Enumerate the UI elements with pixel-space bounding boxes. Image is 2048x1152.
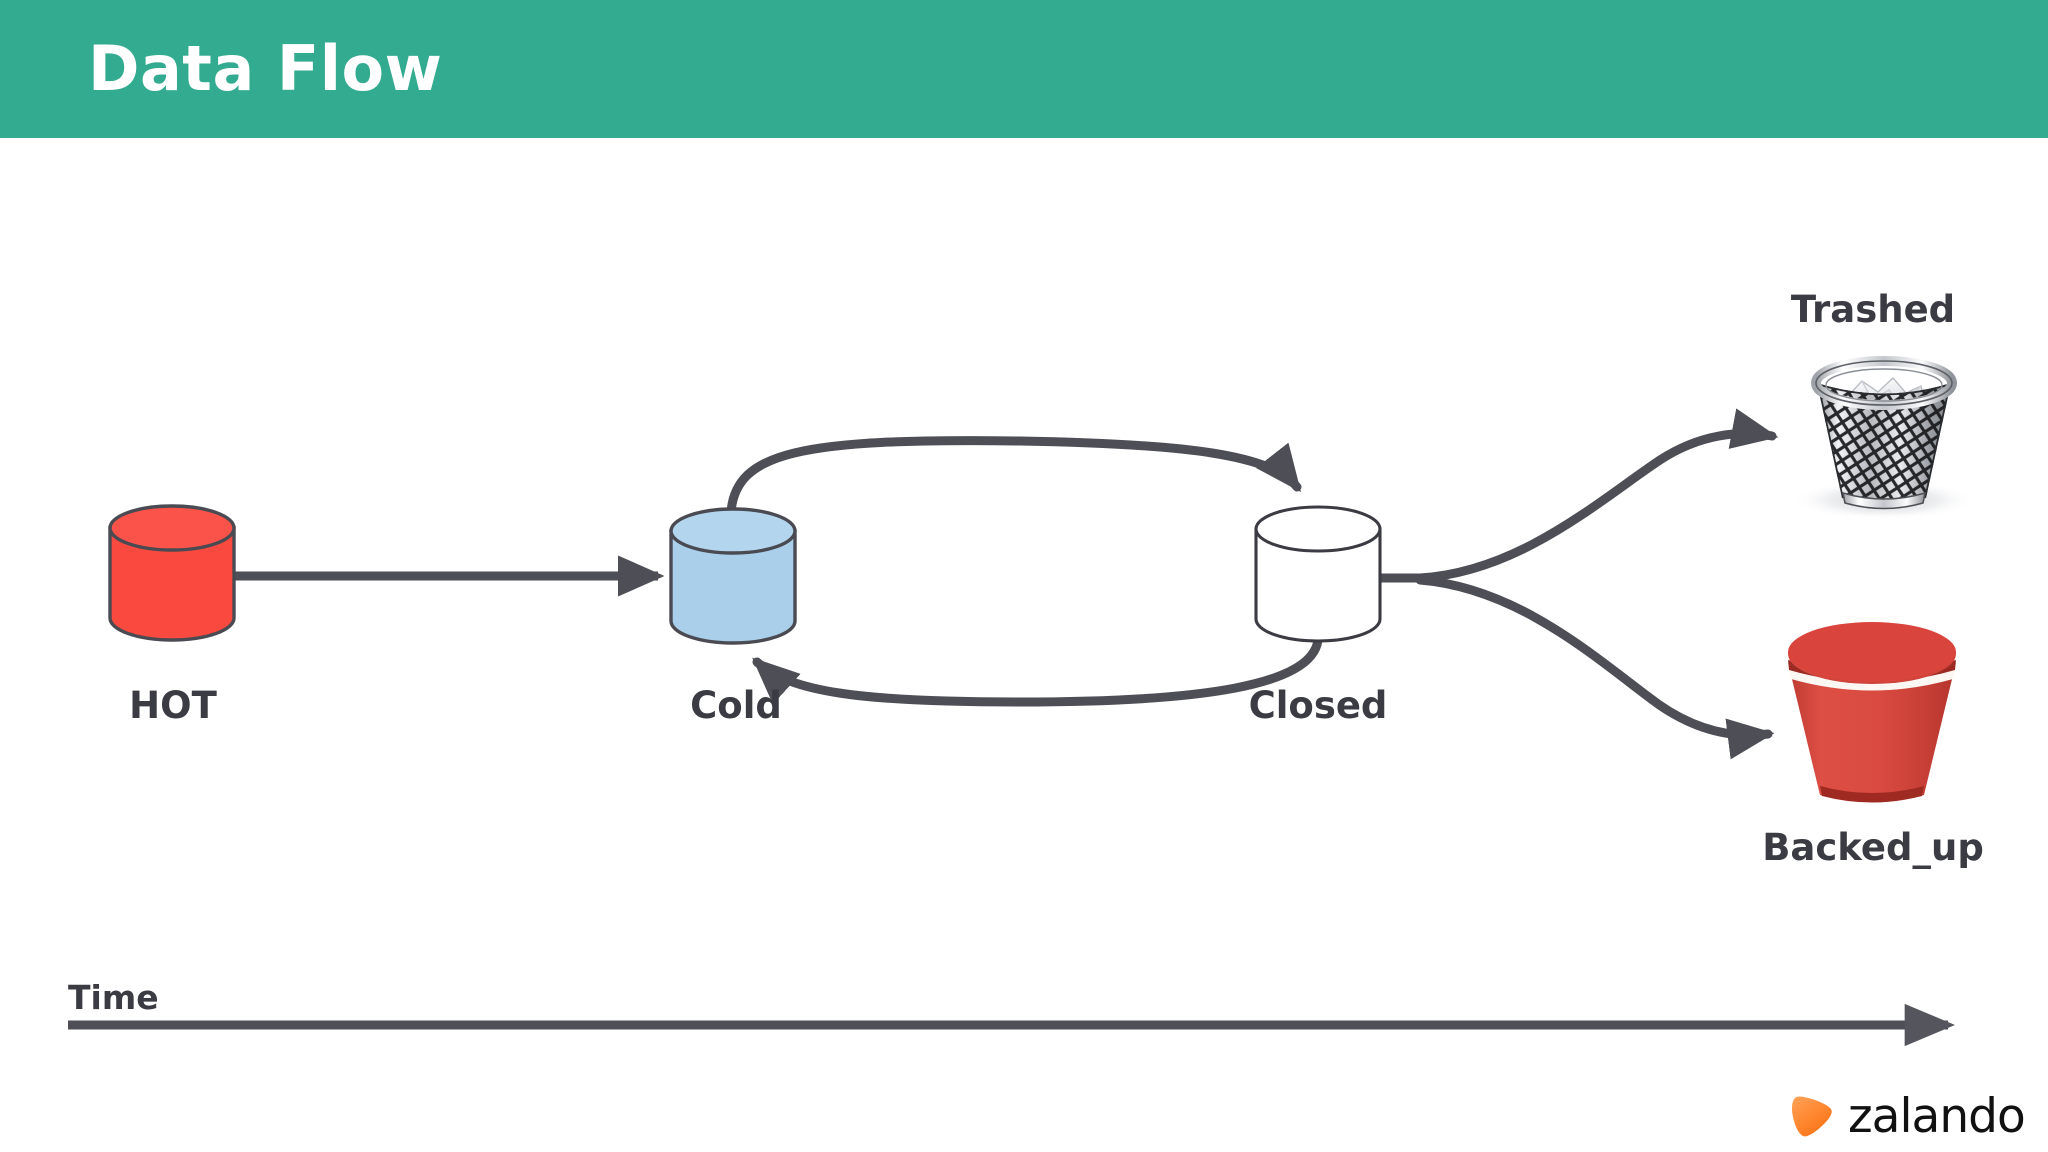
node-closed-cylinder[interactable] — [1254, 505, 1382, 643]
zalando-logo: zalando — [1790, 1089, 2026, 1144]
node-trashed-bin[interactable] — [1792, 356, 1976, 520]
node-label-closed: Closed — [1248, 684, 1388, 727]
page-title: Data Flow — [88, 32, 443, 105]
node-cold-cylinder[interactable] — [669, 507, 797, 645]
edge-closed-to-trashed — [1415, 408, 1779, 583]
slide-header-bar: Data Flow — [0, 0, 2048, 138]
zalando-wordmark: zalando — [1848, 1089, 2026, 1144]
timeline-label: Time — [68, 978, 159, 1017]
node-label-trashed: Trashed — [1790, 288, 1956, 331]
diagram-edges — [234, 408, 1779, 760]
edge-closed-to-backed-up — [1415, 575, 1775, 760]
node-label-backed-up: Backed_up — [1762, 826, 1984, 869]
node-label-cold: Cold — [690, 684, 782, 727]
edge-closed-to-cold — [752, 635, 1323, 707]
edge-cold-to-closed — [726, 436, 1302, 517]
zalando-triangle-icon — [1791, 1096, 1832, 1137]
node-hot-cylinder[interactable] — [108, 504, 236, 642]
node-backed-up-bucket[interactable] — [1788, 622, 1956, 803]
node-label-hot: HOT — [129, 684, 217, 727]
